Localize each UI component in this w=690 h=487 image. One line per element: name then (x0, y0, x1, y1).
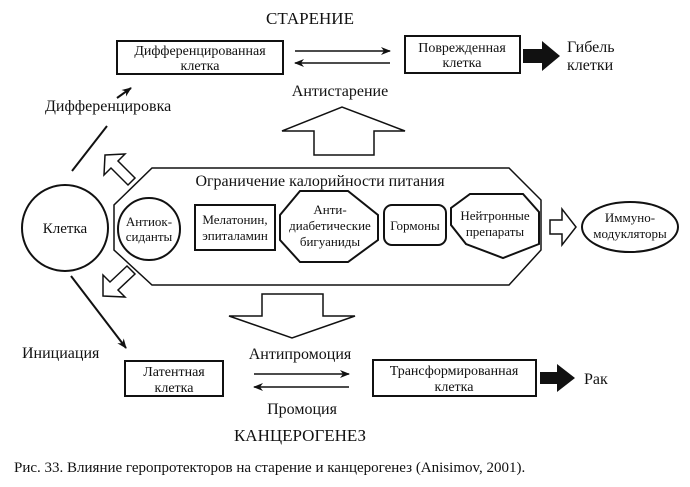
calorie-restriction-label: Ограничение калорийности питания (195, 173, 445, 190)
immunomodulators-line2: модукляторы (593, 226, 667, 241)
antidiabetic-node: Анти- диабетические бигуаниды (279, 190, 379, 263)
promotion-label: Промоция (267, 401, 338, 418)
immunomodulators-hollow-arrow (549, 206, 577, 248)
antidiabetic-line3: бигуаниды (300, 234, 361, 249)
differentiation-arrow (116, 87, 132, 99)
hormones-node: Гормоны (383, 204, 447, 246)
differentiated-cell-line1: Дифференцированная (134, 44, 266, 59)
cancer-thick-arrow (540, 364, 575, 392)
cancer-label: Рак (584, 371, 608, 388)
antiaging-hollow-arrow (281, 106, 406, 156)
antipromotion-hollow-arrow (228, 293, 356, 339)
damaged-cell-line2: клетка (443, 56, 483, 71)
downleft-hollow-arrow (102, 264, 137, 298)
antioxidants-line1: Антиок- (126, 214, 172, 229)
damaged-cell-node: Поврежденная клетка (404, 35, 521, 74)
latent-cell-line1: Латентная (143, 365, 205, 380)
initiation-arrow (70, 275, 127, 349)
immunomodulators-line1: Иммуно- (605, 210, 655, 225)
transformed-cell-node: Трансформированная клетка (372, 359, 537, 397)
upleft-hollow-arrow (103, 153, 137, 187)
melatonin-node: Мелатонин, эпиталамин (194, 204, 276, 251)
transformed-cell-line2: клетка (435, 380, 475, 395)
latent-cell-node: Латентная клетка (124, 360, 224, 397)
cell-label: Клетка (43, 221, 88, 237)
initiation-label: Инициация (22, 345, 100, 362)
cell-death-line2: клетки (567, 57, 614, 74)
cell-node: Клетка (21, 184, 109, 272)
neutron-preparations-node: Нейтронные препараты (450, 193, 540, 260)
antioxidants-line2: сиданты (126, 229, 173, 244)
melatonin-line2: эпиталамин (202, 228, 268, 243)
antipromotion-label: Антипромоция (249, 346, 352, 363)
antidiabetic-line1: Анти- (313, 202, 346, 217)
differentiated-cell-line2: клетка (181, 59, 221, 74)
transformed-cell-line1: Трансформированная (390, 364, 519, 379)
melatonin-line1: Мелатонин, (202, 212, 267, 227)
antidiabetic-line2: диабетические (289, 218, 371, 233)
calorie-restriction-container (113, 167, 542, 286)
neutron-line1: Нейтронные (460, 208, 530, 223)
death-thick-arrow (523, 41, 560, 71)
title-aging: СТАРЕНИЕ (266, 9, 354, 28)
hormones-label: Гормоны (390, 218, 440, 233)
immunomodulators-node: Иммуно- модукляторы (581, 201, 679, 253)
differentiated-cell-node: Дифференцированная клетка (116, 40, 284, 75)
figure-caption: Рис. 33. Влияние геропротекторов на стар… (14, 460, 525, 476)
differentiation-line (71, 125, 108, 172)
cell-death-line1: Гибель (567, 39, 615, 56)
differentiation-label: Дифференцировка (45, 98, 171, 115)
damaged-cell-line1: Поврежденная (418, 41, 506, 56)
neutron-line2: препараты (466, 224, 525, 239)
antiaging-label: Антистарение (292, 83, 388, 100)
title-carcinogenesis: КАНЦЕРОГЕНЕЗ (234, 426, 366, 445)
antioxidants-node: Антиок- сиданты (117, 197, 181, 261)
latent-cell-line2: клетка (155, 381, 195, 396)
